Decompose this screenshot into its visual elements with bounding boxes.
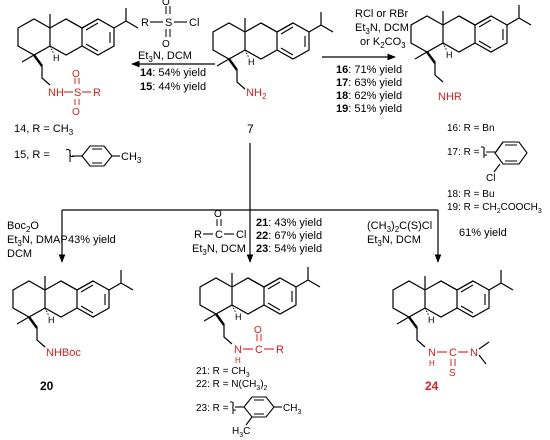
svg-text:N: N — [428, 347, 436, 359]
center-nh2: NH — [246, 87, 262, 99]
svg-text:17: R =: 17: R = — [447, 147, 480, 158]
r-definitions-21-23: 21: R = CH3 22: R = N(CH3)2 23: R = CH3 … — [196, 366, 301, 439]
alkylation-conditions: RCl or RBr Et3N, DCM or K2CO3 16: 71% yi… — [336, 8, 409, 115]
svg-text:23: 54% yield: 23: 54% yield — [256, 243, 322, 255]
svg-text:NH: NH — [48, 87, 64, 99]
svg-text:19: 51% yield: 19: 51% yield — [336, 103, 402, 115]
svg-text:18: R = Bu: 18: R = Bu — [447, 189, 495, 200]
svg-text:14, R = CH3: 14, R = CH3 — [14, 123, 74, 137]
compound-7: NH 2 7 — [211, 10, 335, 136]
svg-text:O: O — [254, 325, 262, 336]
svg-text:43% yield: 43% yield — [68, 234, 116, 246]
svg-text:R: R — [276, 344, 284, 356]
compound-20: NHBoc 20 — [11, 268, 135, 393]
svg-text:Et3N, DMAP: Et3N, DMAP — [7, 234, 68, 248]
svg-text:or K2CO3: or K2CO3 — [360, 36, 406, 50]
svg-text:17: 63% yield: 17: 63% yield — [336, 77, 402, 89]
svg-text:61% yield: 61% yield — [459, 227, 507, 239]
svg-text:S: S — [74, 87, 81, 99]
svg-text:Et3N, DCM: Et3N, DCM — [367, 234, 421, 248]
thiocarbamoyl-conditions: (CH3)2C(S)Cl Et3N, DCM 61% yield — [367, 220, 507, 248]
compound-24: N H C N S 24 — [391, 268, 515, 393]
svg-text:R: R — [93, 87, 101, 99]
svg-text:CH3: CH3 — [283, 403, 301, 416]
svg-text:2: 2 — [262, 92, 267, 101]
svg-text:O: O — [214, 209, 222, 220]
r-definitions-16-19: 16: R = Bn 17: R = Cl 18: R = Bu 19: R =… — [447, 123, 542, 215]
svg-text:NHR: NHR — [438, 91, 462, 103]
compound-16-19: NHR — [409, 3, 533, 103]
svg-text:23: R =: 23: R = — [196, 403, 229, 414]
boc-conditions: Boc2O Et3N, DMAP DCM 43% yield — [7, 220, 116, 260]
svg-text:H: H — [429, 359, 435, 368]
acyl-yields: 21: 43% yield 22: 67% yield 23: 54% yiel… — [256, 217, 322, 255]
acyl-reagent: R C Cl O Et3N, DCM — [192, 209, 246, 257]
svg-text:20: 20 — [40, 379, 54, 393]
svg-text:O: O — [72, 107, 80, 118]
svg-text:R: R — [141, 17, 149, 29]
compound-14-15: NH S R O O — [16, 6, 140, 118]
compound-7-label: 7 — [247, 122, 254, 136]
svg-text:NHBoc: NHBoc — [46, 347, 81, 359]
svg-text:22: R = N(CH3)2: 22: R = N(CH3)2 — [196, 379, 268, 392]
svg-text:15, R =: 15, R = — [14, 149, 50, 161]
svg-text:Et3N, DCM: Et3N, DCM — [192, 243, 246, 257]
svg-text:C: C — [215, 229, 223, 241]
svg-text:Cl: Cl — [486, 173, 495, 184]
svg-text:R: R — [194, 229, 202, 241]
svg-text:Cl: Cl — [189, 17, 199, 29]
svg-text:S: S — [449, 368, 456, 379]
svg-text:(CH3)2C(S)Cl: (CH3)2C(S)Cl — [367, 220, 432, 234]
svg-text:22: 67% yield: 22: 67% yield — [256, 230, 322, 242]
svg-text:Et3N, DCM: Et3N, DCM — [138, 50, 192, 64]
svg-text:S: S — [165, 17, 172, 29]
svg-text:C: C — [449, 347, 457, 359]
svg-text:19: R = CH2COOCH3: 19: R = CH2COOCH3 — [447, 202, 542, 215]
sulfonyl-reagent: R S Cl O O — [141, 0, 199, 50]
svg-text:DCM: DCM — [7, 248, 32, 260]
compound-21-23: N H C R O — [198, 265, 322, 365]
svg-text:H: H — [235, 356, 241, 365]
svg-text:O: O — [162, 0, 170, 8]
svg-text:C: C — [255, 344, 263, 356]
svg-text:Boc2O: Boc2O — [7, 220, 39, 234]
svg-text:N: N — [234, 344, 242, 356]
svg-text:21: R = CH3: 21: R = CH3 — [196, 366, 250, 379]
r-definitions-14-15: 14, R = CH3 15, R = CH3 — [14, 123, 142, 167]
svg-text:H3C: H3C — [232, 426, 250, 439]
svg-text:O: O — [72, 69, 80, 80]
svg-text:16: R = Bn: 16: R = Bn — [447, 123, 495, 134]
svg-text:24: 24 — [425, 379, 439, 393]
svg-text:O: O — [162, 39, 170, 50]
svg-text:CH3: CH3 — [121, 151, 142, 165]
svg-text:RCl or RBr: RCl or RBr — [355, 8, 409, 20]
svg-text:Et3N, DCM: Et3N, DCM — [355, 22, 409, 36]
svg-text:N: N — [470, 347, 478, 359]
svg-text:Cl: Cl — [236, 229, 246, 241]
svg-text:21: 43% yield: 21: 43% yield — [256, 217, 322, 229]
svg-text:14: 54% yield: 14: 54% yield — [140, 67, 206, 79]
sulfonyl-conditions: Et3N, DCM 14: 54% yield 15: 44% yield — [138, 50, 206, 93]
svg-text:18: 62% yield: 18: 62% yield — [336, 90, 402, 102]
svg-text:16: 71% yield: 16: 71% yield — [336, 64, 402, 76]
svg-text:15: 44% yield: 15: 44% yield — [140, 81, 206, 93]
